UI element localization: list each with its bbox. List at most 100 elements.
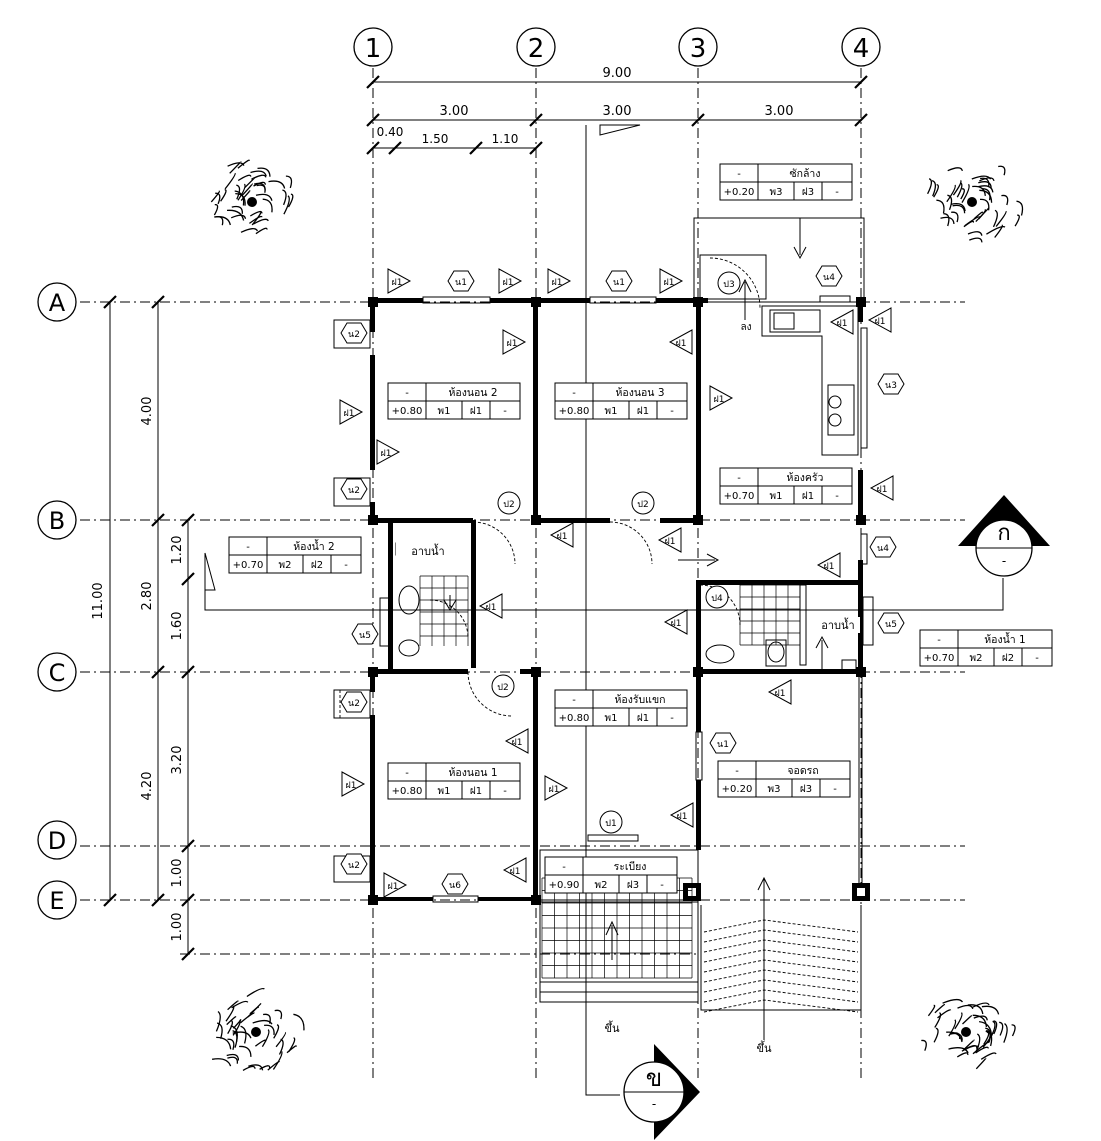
room-level: +0.70 <box>924 653 955 664</box>
grid-label: A <box>49 289 66 317</box>
stair-up-label: ขึ้น <box>604 1020 620 1035</box>
opening-tag-label: น1 <box>613 278 625 288</box>
room-name: ห้องน้ำ 2 <box>293 539 334 553</box>
wall-tag: ฝ1 <box>829 309 854 335</box>
room-ceiling: - <box>344 560 348 571</box>
grid-label: 1 <box>365 34 382 64</box>
wall-tag: ฝ1 <box>544 775 569 801</box>
tree-top-left-icon <box>210 159 294 235</box>
wall-tag-label: ฝ1 <box>677 812 688 822</box>
opening-tag-door-2: ป2 <box>631 491 655 515</box>
room-level: +0.80 <box>392 786 423 797</box>
ramp-chevrons <box>703 919 859 1013</box>
opening-tag-label: น5 <box>359 631 371 641</box>
grid-bubble-b: B <box>37 500 77 540</box>
opening-tag-window-3: น3 <box>877 373 905 395</box>
wall-tag: ฝ1 <box>668 329 693 355</box>
wall-tags: ฝ1 ฝ1 ฝ1 ฝ1 ฝ1 ฝ1 ฝ1 ฝ1 ฝ1 ฝ1 ฝ1 ฝ1 ฝ1 ฝ1 ฝ1 ฝ1 ฝ1 ฝ1 ฝ1 ฝ1… <box>339 268 894 898</box>
section-marker-b: ข - <box>623 1044 700 1140</box>
dim-sub-1: 0.40 <box>377 125 404 139</box>
opening-tag-label: ป4 <box>711 594 723 604</box>
grid-bubble-d: D <box>37 820 77 860</box>
wall-tag-label: ฝ1 <box>512 738 523 748</box>
room-level: +0.70 <box>233 560 264 571</box>
wall-tag-label: ฝ1 <box>877 485 888 495</box>
wall-tag: ฝ1 <box>478 593 503 619</box>
dim-sub-de: 1.00 <box>170 859 185 888</box>
room-wall: ฝ1 <box>470 406 482 417</box>
section-letter: ก <box>997 521 1010 546</box>
tree-top-right-icon <box>927 165 1024 243</box>
room-wall: ฝ1 <box>637 406 649 417</box>
opening-tag-label: น2 <box>348 486 360 496</box>
wall-tag-label: ฝ1 <box>665 537 676 547</box>
opening-tag-window-2: น2 <box>340 322 368 344</box>
dim-depth-ce: 4.20 <box>140 772 155 801</box>
dim-sub-bb: 1.20 <box>170 536 185 565</box>
dimension-left: 11.00 4.00 2.80 4.20 1.20 1.60 3.20 1.00… <box>91 295 195 961</box>
wall-tag: ฝ1 <box>657 527 682 553</box>
wall-tag-label: ฝ1 <box>344 409 355 419</box>
room-wall: ฝ1 <box>470 786 482 797</box>
room-ceiling: - <box>1035 653 1039 664</box>
room-dash: - <box>735 766 739 777</box>
wall-tag-label: ฝ1 <box>875 317 886 327</box>
wall-tag: ฝ1 <box>867 307 892 333</box>
room-level: +0.80 <box>559 713 590 724</box>
opening-tag-window-2: น2 <box>340 691 368 713</box>
dim-sub-3: 1.10 <box>492 132 519 146</box>
wall-tag: ฝ1 <box>498 268 523 294</box>
room-dash: - <box>572 695 576 706</box>
opening-tag-window-1: น1 <box>605 270 633 292</box>
opening-tag-label: น3 <box>885 381 897 391</box>
room-ceiling: - <box>835 187 839 198</box>
room-dash: - <box>937 635 941 646</box>
grid-bubble-a: A <box>37 282 77 322</box>
wall-tag-label: ฝ1 <box>664 278 675 288</box>
dim-bay-3: 3.00 <box>765 104 794 119</box>
room-wall: ฝ3 <box>627 880 639 891</box>
opening-tag-window-5: น5 <box>877 612 905 634</box>
opening-tag-label: ป2 <box>637 500 648 510</box>
room-name: ห้องนอน 1 <box>448 767 497 779</box>
wall-tag: ฝ1 <box>816 552 841 578</box>
wall-tag: ฝ1 <box>383 872 408 898</box>
wall-tag: ฝ1 <box>387 268 412 294</box>
wall-tag-label: ฝ1 <box>388 882 399 892</box>
opening-tag-label: น2 <box>348 699 360 709</box>
room-name: ห้องน้ำ 1 <box>984 632 1025 646</box>
room-dash: - <box>737 473 741 484</box>
opening-tag-label: น1 <box>455 278 467 288</box>
opening-tag-window-1: น1 <box>447 270 475 292</box>
opening-tag-window-2: น2 <box>340 478 368 500</box>
dimension-top: 9.00 3.00 3.00 3.00 0.40 1.50 1.10 <box>366 66 868 155</box>
opening-tag-label: ป2 <box>503 500 514 510</box>
wall-tag: ฝ1 <box>339 399 364 425</box>
room-wall: ฝ1 <box>802 491 814 502</box>
room-wall: ฝ2 <box>311 560 323 571</box>
wall-tag-label: ฝ1 <box>671 619 682 629</box>
wall-tag-label: ฝ1 <box>824 562 835 572</box>
dim-sub-cd: 3.20 <box>170 746 185 775</box>
room-name: ซักล้าง <box>790 168 821 180</box>
wall-tag-label: ฝ1 <box>507 339 518 349</box>
room-floor: พ1 <box>770 491 783 502</box>
room-ceiling: - <box>835 491 839 502</box>
wall-tag: ฝ1 <box>504 728 529 754</box>
wall-tag: ฝ1 <box>376 439 401 465</box>
grid-bubble-4: 4 <box>841 27 881 67</box>
room-name: ห้องนอน 2 <box>448 387 497 399</box>
grid-label: 3 <box>690 34 707 64</box>
opening-tag-window-4: น4 <box>869 536 897 558</box>
wall-tag-label: ฝ1 <box>676 339 687 349</box>
wall-tag-label: ฝ1 <box>837 319 848 329</box>
dim-sub-2: 1.50 <box>422 132 449 146</box>
wall-tag: ฝ1 <box>709 385 734 411</box>
room-dash: - <box>246 542 250 553</box>
